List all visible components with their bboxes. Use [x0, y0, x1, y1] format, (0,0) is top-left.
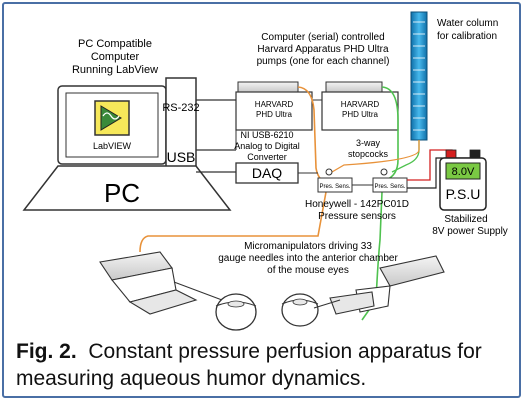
left-syringe-manipulator — [99, 251, 223, 315]
pump-2-line2: PHD Ultra — [342, 110, 379, 119]
figure-caption: Fig. 2. Constant pressure perfusion appa… — [16, 338, 516, 392]
green-tube-column — [391, 140, 420, 173]
stopcocks-title-line2: stopcocks — [348, 149, 389, 159]
pumps-title-line1: Computer (serial) controlled — [261, 32, 384, 43]
stopcock-1 — [325, 168, 333, 176]
pumps-title-line2: Harvard Apparatus PHD Ultra — [257, 44, 389, 55]
right-mouse-eye — [281, 293, 319, 327]
orange-tube-to-needle — [139, 191, 327, 253]
psu-display-value: 8.0V — [452, 166, 475, 178]
pressure-sensor-1-label: Pres. Sens. — [319, 184, 350, 190]
pump-2-line1: HARVARD — [341, 100, 380, 109]
caption-line1: Constant pressure perfusion apparatus fo… — [88, 340, 482, 363]
pump-1-line2: PHD Ultra — [256, 110, 293, 119]
psu-black-terminal — [469, 149, 481, 159]
micromanipulators-title-line2: gauge needles into the anterior chamber — [218, 253, 398, 264]
pc-title-line3: Running LabView — [72, 64, 158, 76]
orange-tube-column — [331, 140, 420, 173]
psu-title-line2: 8V power Supply — [432, 226, 508, 237]
psu-label: P.S.U — [446, 186, 481, 202]
pc-title-line2: Computer — [91, 51, 140, 63]
psu-title-line1: Stabilized — [444, 214, 487, 225]
stopcocks-title-line1: 3-way — [356, 138, 381, 148]
figure-label: Fig. 2. — [16, 340, 77, 363]
water-column-title-line2: for calibration — [437, 31, 497, 42]
pressure-sensor-2-label: Pres. Sens. — [374, 184, 405, 190]
pc-label: PC — [104, 178, 140, 208]
caption-line2: measuring aqueous humor dynamics. — [16, 367, 367, 390]
pc-title-line1: PC Compatible — [78, 38, 152, 50]
water-column — [410, 11, 428, 141]
rs232-port-label: RS-232 — [162, 102, 199, 114]
water-column-title-line1: Water column — [437, 18, 498, 29]
daq-title-line3: Converter — [247, 152, 287, 162]
labview-icon — [94, 100, 130, 136]
pump-1-line1: HARVARD — [255, 100, 294, 109]
psu-red-terminal — [445, 149, 457, 159]
pump-2: HARVARD PHD Ultra — [321, 81, 399, 131]
daq-title-line1: NI USB-6210 — [240, 130, 293, 140]
micromanipulators-title-line3: of the mouse eyes — [267, 265, 349, 276]
daq-title-line2: Analog to Digital — [234, 141, 300, 151]
usb-port-label: USB — [167, 149, 196, 165]
right-syringe-manipulator — [313, 255, 445, 315]
psu-display — [445, 162, 481, 180]
left-mouse-eye — [215, 293, 257, 331]
green-tube-pump2 — [381, 86, 399, 181]
pc-keyboard-base — [22, 165, 232, 211]
micromanipulators-title-line1: Micromanipulators driving 33 — [244, 241, 372, 252]
pumps-title-line3: pumps (one for each channel) — [257, 56, 390, 67]
labview-label: LabVIEW — [93, 141, 132, 151]
sensors-title-line2: Pressure sensors — [318, 211, 396, 222]
pump-1: HARVARD PHD Ultra — [235, 81, 313, 131]
daq-label: DAQ — [252, 165, 282, 181]
sensors-title-line1: Honeywell - 142PC01D — [305, 199, 409, 210]
stopcock-2 — [380, 168, 388, 176]
